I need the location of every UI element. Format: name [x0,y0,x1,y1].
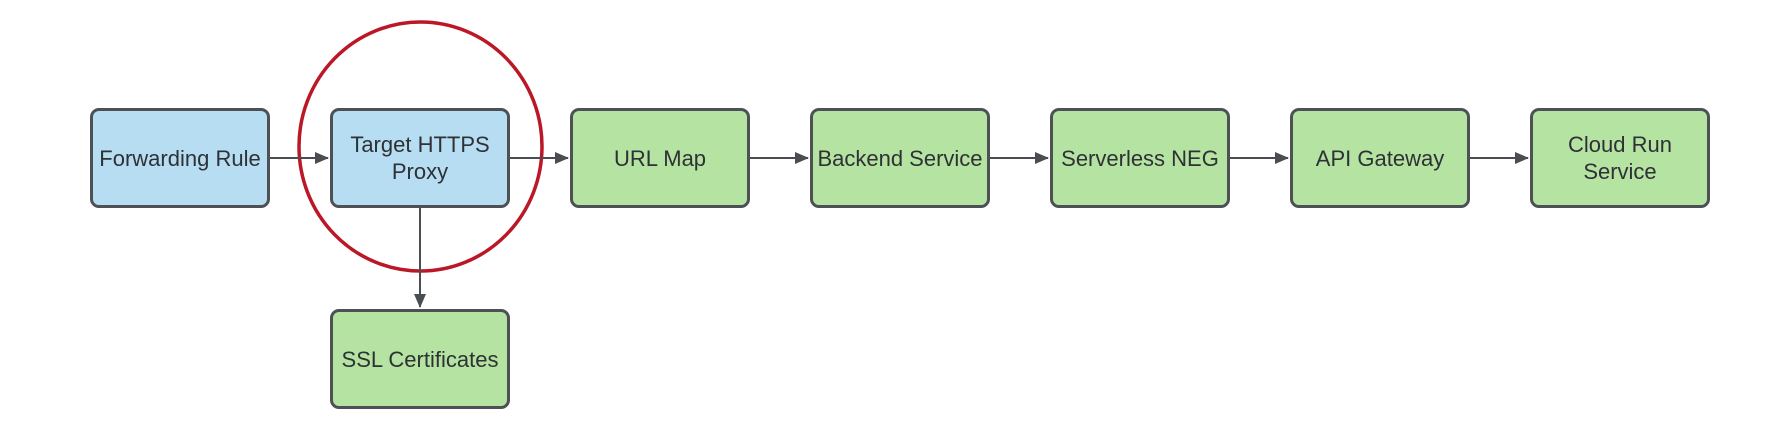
node-label: URL Map [613,145,707,171]
node-label: Target HTTPS Proxy [350,132,490,184]
node-label: API Gateway [1315,145,1445,171]
node-url-map: URL Map [570,108,750,208]
node-cloud-run-service: Cloud Run Service [1530,108,1710,208]
node-label: Cloud Run Service [1568,132,1672,184]
node-label: Serverless NEG [1061,145,1219,171]
node-label: Forwarding Rule [99,145,261,171]
node-target-https-proxy: Target HTTPS Proxy [330,108,510,208]
node-serverless-neg: Serverless NEG [1050,108,1230,208]
node-backend-service: Backend Service [810,108,990,208]
node-api-gateway: API Gateway [1290,108,1470,208]
node-ssl-certificates: SSL Certificates [330,309,510,409]
node-label: Backend Service [817,145,983,171]
node-label: SSL Certificates [341,346,499,372]
node-forwarding-rule: Forwarding Rule [90,108,270,208]
